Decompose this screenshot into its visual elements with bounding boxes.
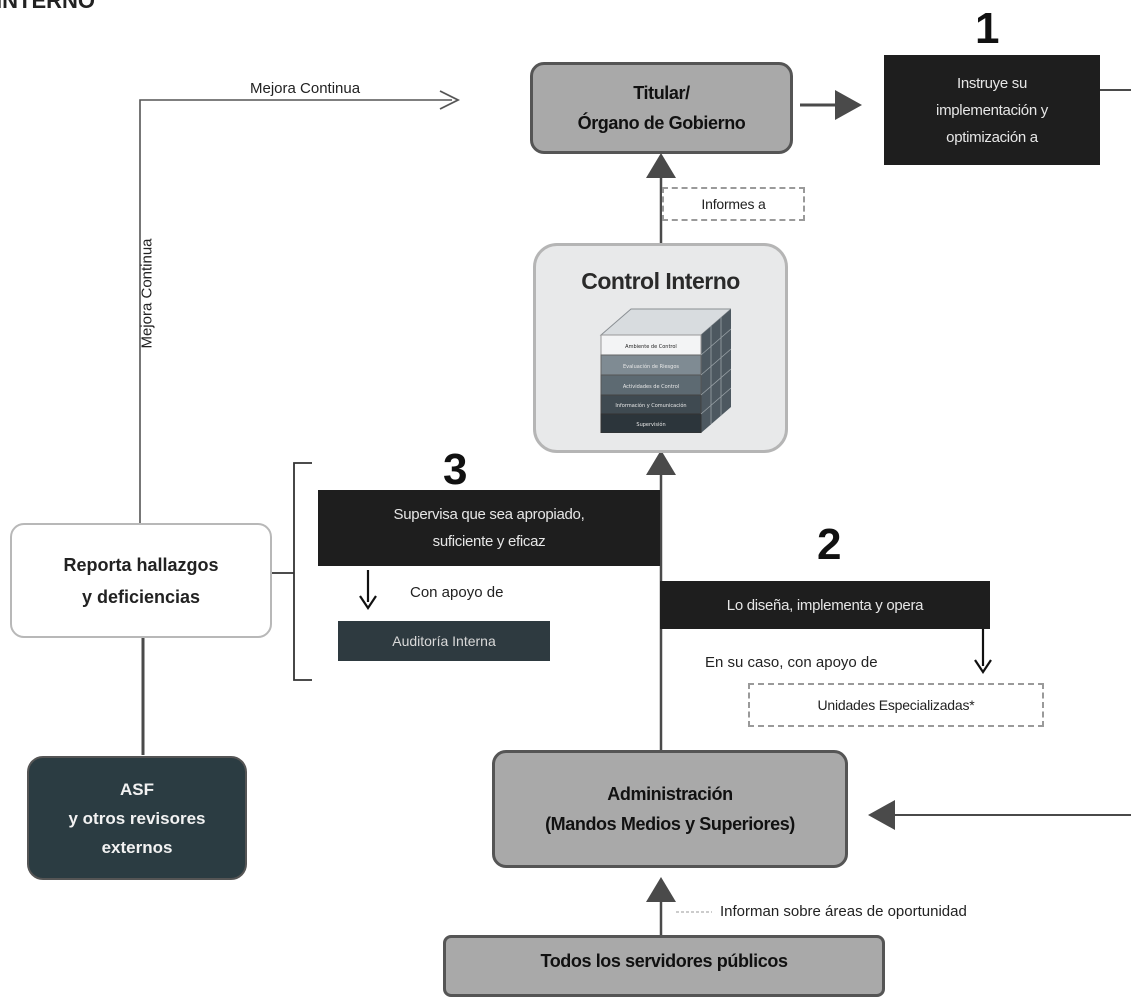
cube-label-2: Evaluación de Riesgos (623, 363, 679, 370)
titular-line-1: Titular/ (633, 83, 690, 103)
step1-line-1: Instruye su (956, 74, 1028, 92)
unidades-label: Unidades Especializadas* (817, 697, 975, 713)
cube-label-1: Ambiente de Control (625, 344, 677, 350)
administracion-line-1: Administración (607, 784, 733, 804)
arrowhead-into-admin (646, 877, 676, 902)
step3-bracket (272, 462, 312, 681)
mejora-continua-label: Mejora Continua (250, 80, 361, 97)
step3-down-arrowhead (359, 595, 377, 610)
titular-box: Titular/ Órgano de Gobierno (530, 62, 793, 154)
header-fragment: INTERNO (0, 0, 95, 13)
auditoria-box: Auditoría Interna (338, 621, 550, 661)
servidores-label: Todos los servidores públicos (540, 951, 788, 971)
step1-line-3: optimización a (946, 128, 1038, 146)
arrowhead-into-admin-right (868, 800, 895, 830)
step2-down-arrowhead (974, 659, 992, 674)
informes-box: Informes a (662, 187, 805, 221)
step3-box: Supervisa que sea apropiado, suficiente … (318, 490, 660, 566)
step2-box: Lo diseña, implementa y opera (660, 581, 990, 629)
informan-label: Informan sobre áreas de oportunidad (720, 903, 967, 920)
step1-box: Instruye su implementación y optimizació… (884, 55, 1100, 165)
control-interno-title: Control Interno (581, 268, 740, 294)
right-loop-line (890, 89, 1131, 816)
auditoria-label: Auditoría Interna (392, 633, 496, 649)
cube-side-face (700, 309, 731, 433)
connector-lines (139, 89, 1131, 935)
step3-support-label: Con apoyo de (410, 584, 504, 601)
asf-line-1: ASF (120, 779, 154, 799)
informes-label: Informes a (701, 196, 766, 212)
servidores-box: Todos los servidores públicos (443, 935, 885, 997)
cube-label-5: Supervisión (636, 421, 665, 428)
arrowhead-into-step1 (835, 90, 862, 120)
step3-line-1: Supervisa que sea apropiado, (393, 506, 585, 523)
mejora-continua-vertical-label: Mejora Continua (138, 238, 156, 349)
coso-cube: Ambiente de Control Evaluación de Riesgo… (591, 303, 732, 434)
arrowheads (128, 90, 895, 902)
administracion-box: Administración (Mandos Medios y Superior… (492, 750, 848, 868)
reporta-box: Reporta hallazgos y deficiencias (10, 523, 272, 638)
step3-number: 3 (443, 445, 468, 494)
step2-number: 2 (817, 520, 842, 569)
cube-labels: Ambiente de Control Evaluación de Riesgo… (615, 344, 686, 428)
step2-label: Lo diseña, implementa y opera (726, 596, 924, 614)
reporta-line-1: Reporta hallazgos (63, 554, 219, 575)
mejora-continua-arrowhead (439, 90, 461, 110)
asf-line-2: y otros revisores (68, 808, 206, 828)
cube-label-3: Actividades de Control (622, 384, 678, 390)
step2-support-label: En su caso, con apoyo de (705, 654, 878, 671)
titular-line-2: Órgano de Gobierno (577, 113, 746, 133)
coso-cube-graphic: Ambiente de Control Evaluación de Riesgo… (599, 308, 732, 434)
unidades-box: Unidades Especializadas* (748, 683, 1044, 727)
step3-line-2: suficiente y eficaz (432, 533, 546, 550)
arrowhead-into-control (646, 450, 676, 475)
control-interno-box: Control Interno Ambiente de Control Eval… (533, 243, 788, 453)
step1-line-2: implementación y (936, 101, 1048, 119)
asf-line-3: externos (101, 837, 173, 857)
arrowhead-into-titular (646, 153, 676, 178)
cube-label-4: Información y Comunicación (615, 402, 686, 409)
administracion-line-2: (Mandos Medios y Superiores) (545, 814, 795, 834)
step1-number: 1 (975, 4, 1000, 53)
reporta-line-2: y deficiencias (81, 586, 201, 607)
mejora-continua-line (139, 99, 452, 528)
asf-box: ASF y otros revisores externos (27, 756, 247, 880)
cube-side-grid (700, 317, 731, 424)
